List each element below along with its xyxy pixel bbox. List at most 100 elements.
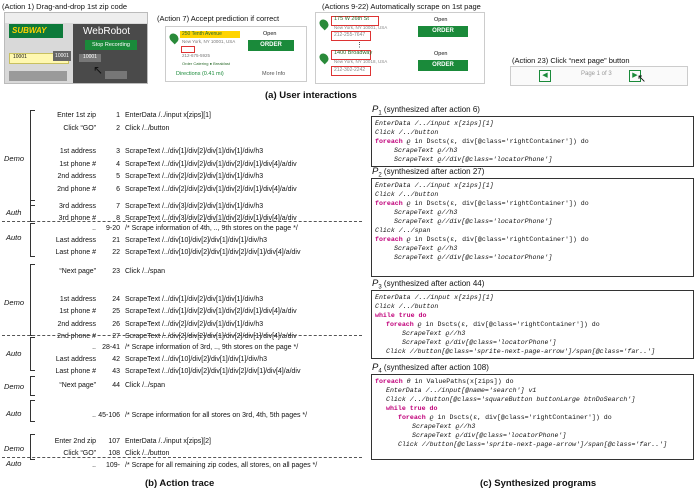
- p3-title: P3 (synthesized after action 44): [372, 278, 485, 291]
- trace-action: ScrapeText /../div[2]/div[2]/div[1]/div[…: [125, 186, 297, 193]
- order-button[interactable]: ORDER: [418, 60, 468, 71]
- p4-line7: ScrapeText ϱ/div[@class='locatorPhone']: [412, 432, 567, 439]
- next-page-button[interactable]: ▶: [629, 70, 641, 82]
- prev-page-button[interactable]: ◀: [539, 70, 551, 82]
- p2-line9: ScrapeText ϱ//div[@class='locatorPhone']: [394, 254, 553, 261]
- trace-label: 2nd address: [57, 173, 96, 180]
- action7-screenshot: 250 Tenth Avenue New York, NY 10001, USA…: [165, 26, 307, 82]
- p3-line6: ScrapeText ϱ/div[@class='locatorPhone']: [402, 339, 557, 346]
- order-button[interactable]: ORDER: [248, 40, 294, 51]
- action1-title: (Action 1) Drag-and-drop 1st zip code: [2, 2, 128, 11]
- zip-chip[interactable]: 10001: [53, 51, 71, 61]
- trace-label: 3rd phone #: [58, 215, 96, 222]
- trace-action: ScrapeText /../div[2]/div[2]/div[1]/div[…: [125, 321, 264, 328]
- trace-step-number: 43: [112, 368, 120, 375]
- p2-line2: Click /../button: [375, 191, 439, 198]
- subway-logo: SUBWAY: [12, 26, 47, 35]
- directions-link[interactable]: Directions (0.41 mi): [176, 71, 224, 77]
- p2-line5: ScrapeText ϱ//div[@class='locatorPhone']: [394, 218, 553, 225]
- caption-c: (c) Synthesized programs: [480, 478, 597, 489]
- trace-action: ScrapeText /../div[1]/div[2]/div[1]/div[…: [125, 308, 297, 315]
- trace-action: Click /../button: [125, 450, 170, 457]
- trace-step-number: 28-41: [102, 344, 120, 351]
- store1-phone: 212-255-7647: [334, 32, 366, 38]
- trace-action: EnterData /../input x[zips][1]: [125, 112, 211, 119]
- stop-recording-button[interactable]: Stop Recording: [85, 40, 137, 50]
- group-auto: Auto: [6, 349, 22, 358]
- group-demo: Demo: [4, 382, 25, 391]
- trace-label: Last address: [55, 356, 96, 363]
- page-indicator: Page 1 of 3: [581, 71, 612, 77]
- location-pin-icon: [317, 17, 331, 31]
- p1-line3: foreach ϱ in Dscts(ε, div[@class='rightC…: [375, 138, 589, 145]
- store-tags: Order Catering ● Breakfast: [182, 61, 230, 66]
- action7-title: (Action 7) Accept prediction if correct: [157, 14, 280, 23]
- trace-step-number: 5: [116, 173, 120, 180]
- webrobot-title: WebRobot: [83, 26, 131, 37]
- trace-action: /* Scrape information for all stores on …: [125, 412, 308, 419]
- trace-action: ScrapeText /../div[1]/div[2]/div[1]/div[…: [125, 148, 264, 155]
- trace-label: Enter 1st zip: [57, 112, 96, 119]
- trace-label: 3rd address: [59, 203, 96, 210]
- trace-action: ScrapeText /../div[10]/div[2]/div[1]/div…: [125, 368, 301, 375]
- trace-action: ScrapeText /../div[10]/div[2]/div[1]/div…: [125, 249, 301, 256]
- p1-line2: Click /../button: [375, 129, 439, 136]
- trace-label: ..: [92, 412, 96, 419]
- trace-label: “Next page”: [59, 268, 96, 275]
- action9-title: (Actions 9-22) Automatically scrape on 1…: [322, 2, 481, 11]
- cursor-icon: ↖: [637, 73, 647, 85]
- p2-line3: foreach ϱ in Dscts(ε, div[@class='rightC…: [375, 200, 589, 207]
- trace-action: ScrapeText /../div[2]/div[2]/div[1]/div[…: [125, 333, 297, 340]
- trace-label: Last phone #: [55, 249, 96, 256]
- action9-screenshot: 175 W 26th St New York, NY 10001, USA 21…: [315, 12, 485, 84]
- p4-line1: foreach θ in ValuePaths(x[zips]) do: [375, 378, 514, 385]
- order-button[interactable]: ORDER: [418, 26, 468, 37]
- trace-step-number: 25: [112, 308, 120, 315]
- p2-line4: ScrapeText ϱ//h3: [394, 209, 458, 216]
- action23-title: (Action 23) Click “next page” button: [512, 56, 630, 65]
- p1-line1: EnterData /../input x[zips][1]: [375, 120, 494, 127]
- program-p3: EnterData /../input x[zips][1] Click /..…: [371, 290, 694, 359]
- p2-line8: ScrapeText ϱ//h3: [394, 245, 458, 252]
- zip-input[interactable]: 10001: [13, 54, 27, 60]
- trace-action: Click /../span: [125, 268, 166, 275]
- trace-step-number: 8: [116, 215, 120, 222]
- trace-label: 2nd phone #: [57, 186, 96, 193]
- program-p4: foreach θ in ValuePaths(x[zips]) do Ente…: [371, 374, 694, 460]
- trace-label: 2nd address: [57, 321, 96, 328]
- trace-step-number: 22: [112, 249, 120, 256]
- trace-label: ..: [92, 344, 96, 351]
- trace-step-number: 107: [108, 438, 120, 445]
- open-status: Open: [434, 51, 448, 57]
- trace-action: ScrapeText /../div[1]/div[2]/div[1]/div[…: [125, 161, 297, 168]
- store1-city: New York, NY 10001, USA: [334, 25, 388, 30]
- trace-label: ..: [92, 225, 96, 232]
- zip-value: 10001: [83, 54, 97, 60]
- group-auto: Auto: [6, 409, 22, 418]
- more-info-link[interactable]: More Info: [262, 71, 286, 77]
- store-phone: 212-675-5925: [182, 53, 211, 58]
- caption-a: (a) User interactions: [265, 90, 357, 101]
- group-auth: Auth: [6, 208, 22, 217]
- store2-city: New York, NY 10018, USA: [334, 59, 388, 64]
- p1-line4: ScrapeText ϱ//h3: [394, 147, 458, 154]
- store2-phone: 212-302-2242: [334, 67, 366, 73]
- trace-step-number: 4: [116, 161, 120, 168]
- group-demo: Demo: [4, 154, 25, 163]
- trace-step-number: 9-20: [105, 225, 120, 232]
- trace-step-number: 21: [112, 237, 120, 244]
- p2-line6: Click /../span: [375, 227, 431, 234]
- p4-line2: EnterData /../input[@name='search'] v1: [386, 387, 537, 394]
- trace-label: Last phone #: [55, 368, 96, 375]
- trace-label: Last address: [55, 237, 96, 244]
- p4-line5: foreach ϱ in Dscts(ε, div[@class='rightC…: [398, 414, 612, 421]
- cursor-icon: ↖: [93, 63, 104, 77]
- location-pin-icon: [317, 51, 331, 65]
- trace-step-number: 2: [116, 125, 120, 132]
- p2-line7: foreach ϱ in Dscts(ε, div[@class='rightC…: [375, 236, 589, 243]
- trace-step-number: 6: [116, 186, 120, 193]
- trace-step-number: 1: [116, 112, 120, 119]
- trace-step-number: 27: [112, 333, 120, 340]
- trace-step-number: 26: [112, 321, 120, 328]
- group-demo: Demo: [4, 298, 25, 307]
